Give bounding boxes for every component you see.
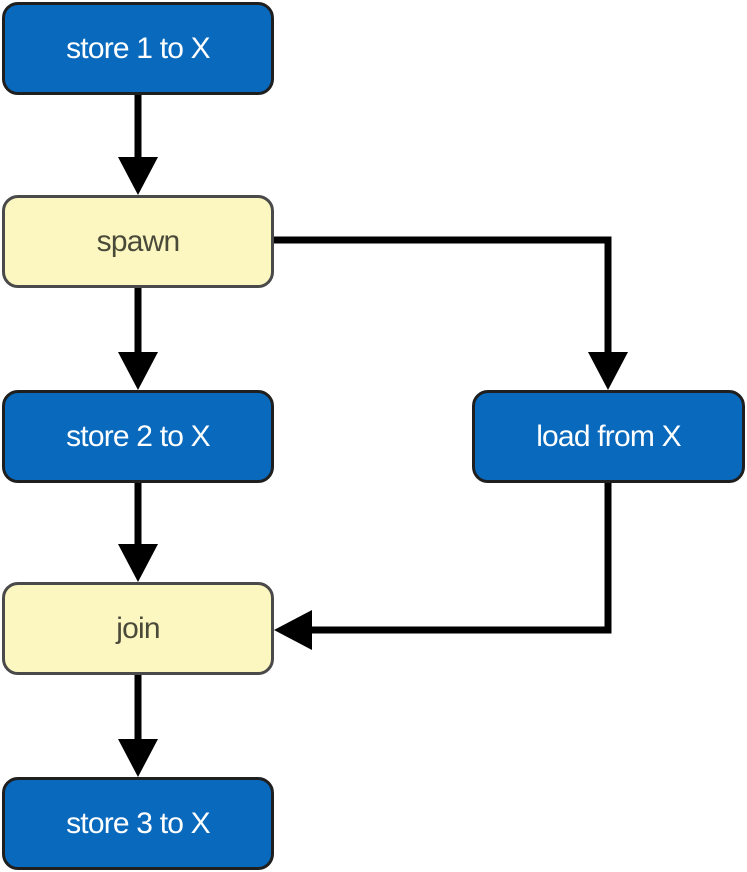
arrowhead-join-top [118,544,158,582]
node-spawn: spawn [2,195,274,288]
node-load-from-x: load from X [472,390,745,483]
node-store-2-to-x: store 2 to X [2,390,274,483]
arrowhead-store3 [118,739,158,777]
edge-spawn-load [274,236,612,354]
arrowhead-spawn [118,157,158,195]
node-store-1-to-x: store 1 to X [2,2,274,95]
edge-load-join [310,483,612,634]
arrowhead-store2 [118,352,158,390]
node-join: join [2,582,274,675]
node-store-3-to-x: store 3 to X [2,777,274,870]
arrowhead-load [588,352,628,390]
arrowhead-join-right [274,610,312,650]
